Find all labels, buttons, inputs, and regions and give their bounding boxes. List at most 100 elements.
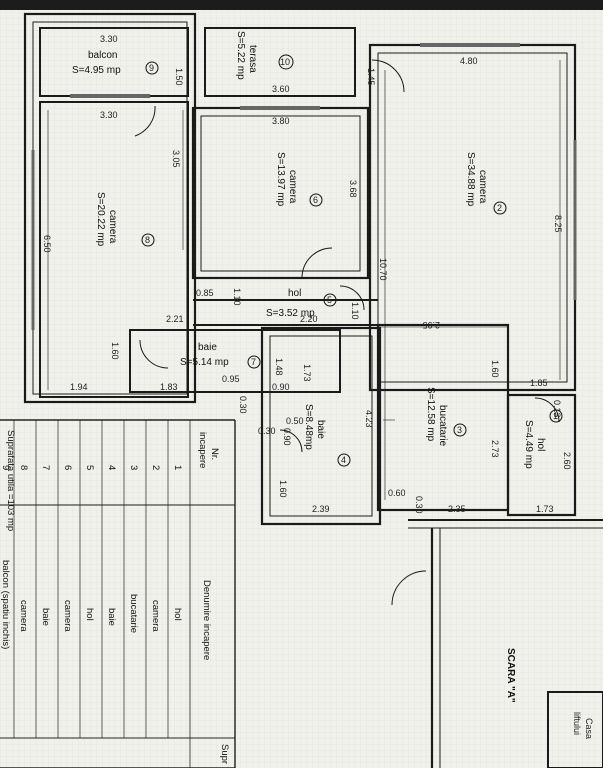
svg-text:bucatarie: bucatarie: [128, 594, 139, 633]
svg-text:camera: camera: [477, 170, 488, 204]
room-label-baie-7: baie S=5.14 mp 7: [180, 342, 261, 369]
svg-text:SCARA "A": SCARA "A": [505, 648, 516, 703]
dim-label: 1.85: [530, 378, 548, 388]
svg-text:liftului: liftului: [572, 712, 582, 735]
door-arc-hol-1: [534, 397, 560, 423]
svg-text:S=5.14 mp: S=5.14 mp: [180, 357, 229, 368]
table-header: Nr. incapere Denumire incapere Supr: [197, 432, 230, 764]
svg-text:terasa: terasa: [247, 45, 258, 73]
svg-text:8: 8: [145, 235, 150, 245]
svg-text:4: 4: [341, 455, 346, 465]
room-label-terasa: terasa S=5.22 mp: [235, 31, 258, 80]
table-row: 3 bucatarie: [128, 465, 139, 633]
table-rows: 1 hol 2 camera 3 bucatarie 4 baie 5 hol …: [0, 465, 183, 649]
dim-label: 6.50: [42, 235, 52, 253]
svg-text:5: 5: [327, 295, 332, 305]
svg-text:7: 7: [251, 357, 256, 367]
svg-text:S=4.95 mp: S=4.95 mp: [72, 65, 121, 76]
svg-text:S=8.48mp: S=8.48mp: [303, 404, 314, 450]
svg-text:baie: baie: [198, 342, 217, 353]
table-row: 9 balcon (spatiu inchis): [0, 465, 11, 649]
dim-label: 2.95: [422, 320, 440, 330]
room-number-camera-2: 2: [493, 201, 507, 215]
dim-label: 1.50: [174, 68, 184, 86]
dim-label: 2.60: [562, 452, 572, 470]
svg-text:balcon: balcon: [88, 50, 117, 61]
dim-label: 0.30: [414, 496, 424, 514]
dim-label: 1.45: [366, 68, 376, 86]
dim-label: 0.60: [388, 488, 406, 498]
dim-label: 3.30: [100, 34, 118, 44]
dim-label: 1.10: [232, 288, 242, 306]
svg-text:hol: hol: [288, 288, 301, 299]
dim-label: 2.35: [448, 504, 466, 514]
walls: [23, 12, 603, 768]
room-number-camera-8: 8: [141, 233, 155, 247]
dim-label: 1.48: [274, 358, 284, 376]
svg-text:Denumire incapere: Denumire incapere: [201, 580, 212, 660]
door-arc-camera-2: [371, 59, 405, 93]
svg-text:6: 6: [313, 195, 318, 205]
svg-text:camera: camera: [62, 600, 73, 632]
room-label-camera-8: camera S=20.22 mp: [95, 192, 118, 247]
dim-label: 1.60: [110, 342, 120, 360]
table-row: 2 camera: [150, 465, 161, 632]
dim-label: 3.30: [100, 110, 118, 120]
svg-text:S=3.52 mp: S=3.52 mp: [266, 308, 315, 319]
table-total: Suprafata utila =103 mp: [5, 430, 16, 531]
room-number-camera-6: 6: [309, 193, 323, 207]
dim-label: 4.80: [460, 56, 478, 66]
svg-text:camera: camera: [18, 600, 29, 632]
svg-text:9: 9: [149, 63, 154, 73]
dim-label: 3.60: [272, 84, 290, 94]
lift-label: Casa liftului: [572, 712, 594, 739]
door-arc-baie-7: [139, 339, 169, 369]
stair-label: SCARA "A": [505, 648, 516, 703]
room-label-balcon: balcon S=4.95 mp 9: [72, 50, 159, 76]
dim-label: 1.73: [536, 504, 554, 514]
wall-hol-1: [506, 393, 577, 517]
room-label-baie-4: baie S=8.48mp: [303, 404, 326, 450]
dim-label: 1.10: [350, 302, 360, 320]
svg-text:6: 6: [62, 465, 73, 470]
door-arc-baie-4: [279, 429, 303, 453]
svg-text:incapere: incapere: [197, 432, 208, 468]
dim-label: 10.70: [378, 258, 388, 281]
room-label-bucatarie-3: bucatarie S=12.58 mp: [425, 387, 448, 447]
dim-label: 3.68: [348, 180, 358, 198]
table-row: 7 baie: [40, 465, 51, 626]
room-label-camera-2: camera S=34.88 mp: [465, 152, 488, 207]
svg-text:hol: hol: [172, 608, 183, 621]
wall-camera-8: [39, 101, 189, 398]
room-label-hol-1: hol S=4.49 mp: [523, 420, 546, 469]
svg-text:3: 3: [457, 425, 462, 435]
svg-text:S=34.88 mp: S=34.88 mp: [465, 152, 476, 207]
door-arc-hol-5: [339, 285, 365, 311]
dim-label: 8.25: [553, 215, 563, 233]
outer-wall-left: [23, 12, 197, 404]
svg-text:baie: baie: [40, 608, 51, 626]
svg-text:2: 2: [497, 203, 502, 213]
svg-text:10: 10: [280, 57, 290, 67]
svg-text:1: 1: [172, 465, 183, 470]
svg-text:hol: hol: [535, 438, 546, 451]
svg-text:camera: camera: [150, 600, 161, 632]
svg-text:Nr.: Nr.: [209, 448, 220, 460]
door-arc-camera-8: [134, 105, 156, 137]
dim-label: 3.05: [171, 150, 181, 168]
svg-text:Casa: Casa: [584, 718, 594, 739]
svg-text:S=5.22 mp: S=5.22 mp: [235, 31, 246, 80]
svg-text:S=12.58 mp: S=12.58 mp: [425, 387, 436, 442]
room-label-camera-6: camera S=13.97 mp: [275, 152, 298, 207]
svg-text:7: 7: [40, 465, 51, 470]
dim-label: 1.60: [490, 360, 500, 378]
dim-label: 4.23: [364, 410, 374, 428]
svg-text:9: 9: [0, 465, 11, 470]
svg-text:4: 4: [106, 465, 117, 470]
room-number-terasa: 10: [278, 54, 294, 70]
svg-text:1: 1: [553, 411, 558, 421]
table-row: 8 camera: [18, 465, 29, 632]
svg-text:camera: camera: [107, 210, 118, 244]
room-label-hol-5: hol S=3.52 mp 5: [266, 288, 337, 319]
